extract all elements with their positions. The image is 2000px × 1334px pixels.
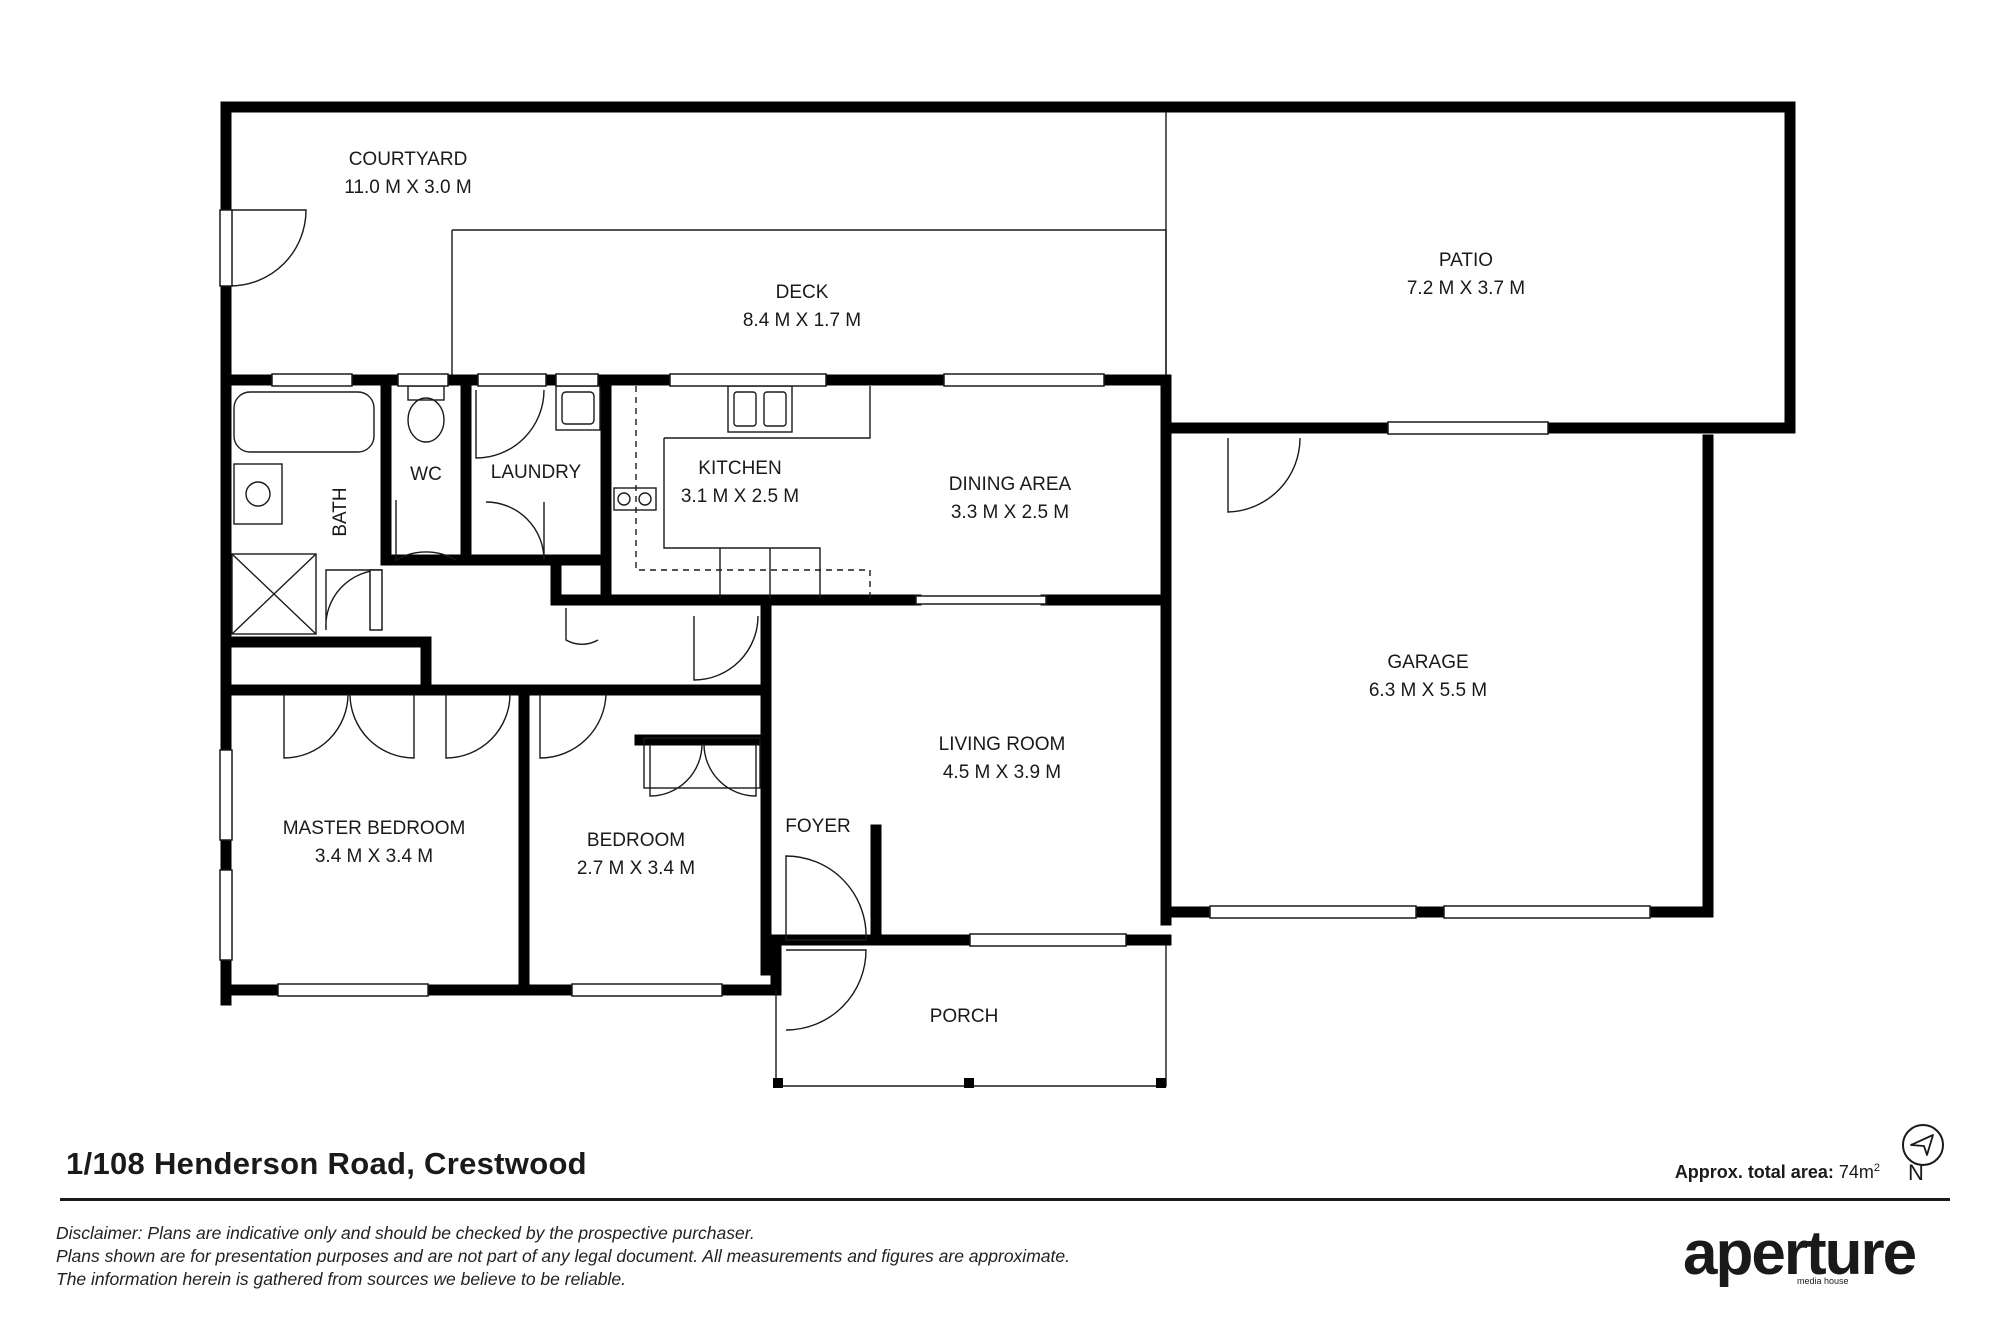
disclaimer-text-1: Plans are indicative only and should be …: [142, 1223, 755, 1243]
disclaimer-lead: Disclaimer:: [56, 1223, 143, 1243]
porch-posts: [773, 1078, 1166, 1088]
master-bedroom-name: MASTER BEDROOM: [283, 818, 466, 839]
bedroom-name: BEDROOM: [587, 830, 685, 851]
property-address: 1/108 Henderson Road, Crestwood: [66, 1146, 587, 1181]
aperture-logo: aperture: [1683, 1219, 1917, 1288]
porch-name: PORCH: [930, 1006, 999, 1027]
deck-size: 8.4 M X 1.7 M: [743, 310, 861, 331]
garage-size: 6.3 M X 5.5 M: [1369, 680, 1487, 701]
total-area: Approx. total area: 74m2: [1675, 1162, 1880, 1183]
patio-size: 7.2 M X 3.7 M: [1407, 278, 1525, 299]
kitchen-size: 3.1 M X 2.5 M: [681, 486, 799, 507]
disclaimer-line-3: The information herein is gathered from …: [56, 1269, 627, 1289]
courtyard-name: COURTYARD: [349, 149, 468, 170]
dining-name: DINING AREA: [949, 474, 1072, 495]
kitchen-name: KITCHEN: [698, 458, 781, 479]
thin-lines: [229, 112, 1301, 1087]
patio-name: PATIO: [1439, 250, 1493, 271]
deck-name: DECK: [776, 282, 829, 303]
wc-name: WC: [410, 464, 442, 485]
foyer-name: FOYER: [785, 816, 850, 837]
bedroom-size: 2.7 M X 3.4 M: [577, 858, 695, 879]
garage-name: GARAGE: [1387, 652, 1468, 673]
aperture-logo-subtext: media house: [1797, 1276, 1849, 1286]
floor-plan: COURTYARD 11.0 M X 3.0 M DECK 8.4 M X 1.…: [219, 101, 1796, 1088]
living-size: 4.5 M X 3.9 M: [943, 762, 1061, 783]
courtyard-size: 11.0 M X 3.0 M: [344, 177, 471, 198]
dining-size: 3.3 M X 2.5 M: [951, 502, 1069, 523]
windows: [219, 209, 1651, 997]
room-labels: COURTYARD 11.0 M X 3.0 M DECK 8.4 M X 1.…: [283, 149, 1525, 1027]
disclaimer: Disclaimer: Plans are indicative only an…: [56, 1222, 1070, 1291]
bath-name: BATH: [330, 487, 351, 536]
master-bedroom-size: 3.4 M X 3.4 M: [315, 846, 433, 867]
laundry-name: LAUNDRY: [491, 462, 582, 483]
area-value: 74m: [1838, 1162, 1874, 1182]
disclaimer-line-1: Disclaimer: Plans are indicative only an…: [56, 1222, 1070, 1245]
north-arrow-icon: [1902, 1124, 1944, 1166]
area-label: Approx. total area:: [1674, 1162, 1834, 1182]
living-name: LIVING ROOM: [939, 734, 1066, 755]
footer-divider: [60, 1198, 1950, 1201]
walls: [220, 101, 1796, 1006]
disclaimer-line-2: Plans shown are for presentation purpose…: [56, 1246, 1070, 1266]
north-letter: N: [1908, 1160, 1924, 1185]
area-unit-sup: 2: [1873, 1162, 1880, 1174]
